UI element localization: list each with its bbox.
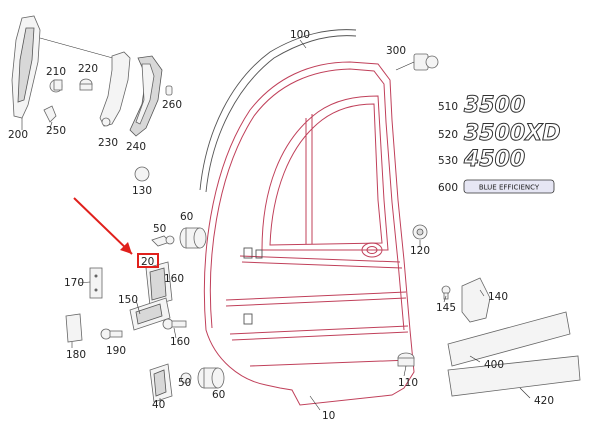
- badge-510-text: 3500: [464, 93, 525, 118]
- label-180: 180: [66, 349, 86, 361]
- bolt-160-top: [162, 318, 187, 330]
- badge-600: BLUE EFFICIENCY: [463, 179, 555, 194]
- label-130: 130: [132, 185, 152, 197]
- label-210: 210: [46, 66, 66, 78]
- lock-300: [395, 53, 439, 71]
- badge-520: 3500XD: [464, 121, 561, 147]
- label-530: 530: [438, 155, 458, 167]
- hinge-40: [149, 363, 173, 403]
- part-50-top: [151, 235, 175, 247]
- label-260: 260: [162, 99, 182, 111]
- label-420: 420: [534, 395, 554, 407]
- cover-240: [129, 55, 163, 137]
- label-520: 520: [438, 129, 458, 141]
- label-160-c: 160: [164, 273, 184, 285]
- label-200: 200: [8, 129, 28, 141]
- label-20: 20: [141, 256, 154, 268]
- part-labels: 10 20 40 50 50 60 60 100 110 120 130 140…: [8, 29, 554, 422]
- label-100: 100: [290, 29, 310, 41]
- label-510: 510: [438, 101, 458, 113]
- label-170: 170: [64, 277, 84, 289]
- label-140: 140: [488, 291, 508, 303]
- label-145: 145: [436, 302, 456, 314]
- grommet-110: [397, 352, 415, 367]
- door-assembly: [199, 29, 415, 406]
- strip-400: [447, 311, 571, 367]
- bushing-60-top: [179, 227, 207, 249]
- badge-510: 3500: [464, 93, 526, 119]
- label-190: 190: [106, 345, 126, 357]
- badge-520-text: 3500XD: [464, 121, 560, 146]
- label-10: 10: [322, 410, 335, 422]
- handle-230: [99, 51, 131, 127]
- label-40: 40: [152, 399, 165, 411]
- label-110: 110: [398, 377, 418, 389]
- block-180: [65, 313, 83, 343]
- leader-lines: [21, 39, 531, 411]
- label-600: 600: [438, 182, 458, 194]
- highlight-box-20: [137, 253, 159, 268]
- strip-420: [447, 355, 581, 397]
- label-150: 150: [118, 294, 138, 306]
- trim-200: [11, 15, 121, 119]
- label-60: 60: [180, 211, 193, 223]
- part-210: [49, 79, 63, 93]
- hinge-150: [129, 297, 171, 331]
- label-60-b: 60: [212, 389, 225, 401]
- grommet-120: [412, 224, 428, 240]
- part-220: [79, 78, 93, 91]
- highlight-arrow: [73, 197, 133, 255]
- part-50-bottom: [180, 372, 192, 384]
- label-230: 230: [98, 137, 118, 149]
- hinge-20: [145, 261, 173, 307]
- screw-145: [441, 285, 451, 300]
- badge-530-text: 4500: [463, 147, 525, 172]
- label-50: 50: [153, 223, 166, 235]
- badge-600-text: BLUE EFFICIENCY: [479, 184, 540, 192]
- label-300: 300: [386, 45, 406, 57]
- part-250: [43, 105, 57, 129]
- plug-130: [134, 166, 150, 182]
- label-160: 160: [170, 336, 190, 348]
- label-240: 240: [126, 141, 146, 153]
- label-400: 400: [484, 359, 504, 371]
- clip-260: [165, 85, 173, 96]
- label-250: 250: [46, 125, 66, 137]
- bushing-60-bottom: [197, 367, 225, 389]
- label-220: 220: [78, 63, 98, 75]
- label-50-b: 50: [178, 377, 191, 389]
- label-120: 120: [410, 245, 430, 257]
- bolt-190: [100, 328, 123, 340]
- cap-140: [461, 277, 491, 323]
- badge-530: 4500: [463, 147, 526, 173]
- plate-170: [89, 267, 103, 299]
